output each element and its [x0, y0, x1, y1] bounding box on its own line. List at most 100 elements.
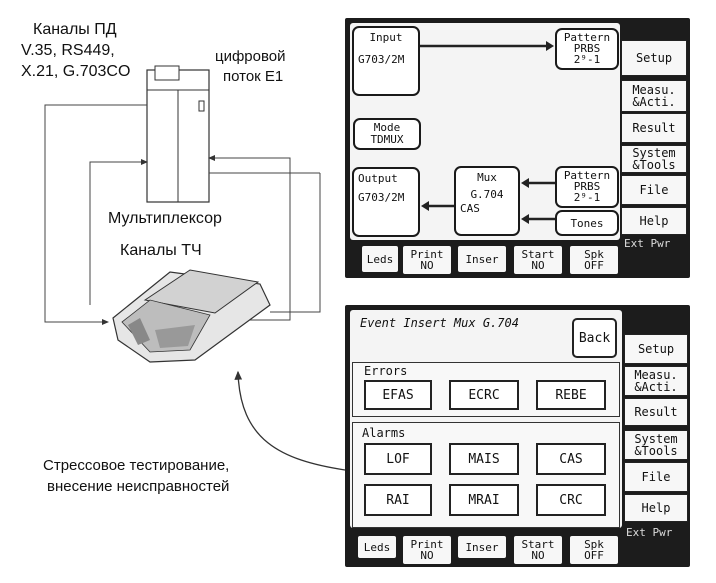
- mux-block[interactable]: Mux G.704 CAS: [454, 166, 520, 236]
- mux-line-2: CAS: [460, 202, 480, 215]
- stress-line-1: Стрессовое тестирование,: [43, 457, 230, 474]
- pattern-bottom-exp: 2⁹-1: [573, 191, 601, 204]
- start-value: NO: [531, 259, 545, 272]
- leds-label: Leds: [366, 252, 394, 266]
- back-button[interactable]: Back: [572, 318, 617, 358]
- pattern-bottom-block[interactable]: Pattern PRBS 2⁹-1: [555, 166, 619, 208]
- multiplexer-device: [146, 65, 210, 203]
- side-measure-label: Measu. &Acti.: [632, 83, 676, 109]
- digital-stream-line-1: цифровой: [215, 48, 286, 65]
- pattern-top-prbs: PRBS: [573, 42, 601, 55]
- mux-line-1: G.704: [470, 188, 504, 201]
- pd-channels-line-3: X.21, G.703CO: [21, 63, 131, 80]
- pd-channels-line-1: Каналы ПД: [33, 21, 117, 38]
- mode-title: Mode: [373, 121, 401, 134]
- ecrc-button[interactable]: ECRC: [449, 380, 519, 410]
- crc-button[interactable]: CRC: [536, 484, 606, 516]
- ext-pwr-label-2: Ext Pwr: [626, 526, 673, 539]
- mux-title: Mux: [477, 171, 497, 184]
- mrai-label: MRAI: [468, 492, 500, 508]
- bottom2-inser-button[interactable]: Inser: [458, 536, 506, 558]
- side-help-label: Help: [639, 214, 669, 228]
- mais-label: MAIS: [468, 451, 500, 467]
- input-value: G703/2M: [358, 53, 405, 66]
- digital-stream-label: цифровой поток Е1: [215, 47, 286, 87]
- print-label: Print: [410, 248, 444, 261]
- side2-measure-button[interactable]: Measu. &Acti.: [624, 366, 688, 396]
- side-system-button[interactable]: System &Tools: [621, 145, 687, 173]
- inser2-label: Inser: [465, 540, 499, 554]
- mux-to-output-arrow: [421, 201, 455, 211]
- back-label: Back: [578, 330, 611, 346]
- spk-value: OFF: [584, 259, 604, 272]
- efas-button[interactable]: EFAS: [364, 380, 432, 410]
- pattern-top-block[interactable]: Pattern PRBS 2⁹-1: [555, 28, 619, 70]
- side2-system-label: System &Tools: [634, 432, 678, 458]
- leds2-label: Leds: [363, 540, 391, 554]
- side2-result-button[interactable]: Result: [624, 398, 688, 426]
- print2-label: Print: [410, 538, 444, 551]
- mais-button[interactable]: MAIS: [449, 443, 519, 475]
- tch-channels-label: Каналы ТЧ: [120, 242, 202, 259]
- side-file-button[interactable]: File: [621, 175, 687, 205]
- tones-block[interactable]: Tones: [555, 210, 619, 236]
- inser-label: Inser: [465, 252, 499, 266]
- side2-file-label: File: [641, 470, 671, 484]
- cas-button[interactable]: CAS: [536, 443, 606, 475]
- spk-label: Spk: [584, 248, 604, 261]
- output-title: Output: [358, 172, 398, 185]
- input-block[interactable]: Input G703/2M: [352, 26, 420, 96]
- side2-file-button[interactable]: File: [624, 462, 688, 492]
- side2-help-button[interactable]: Help: [624, 494, 688, 522]
- print2-value: NO: [420, 549, 434, 562]
- stress-testing-label: Стрессовое тестирование, внесение неиспр…: [43, 455, 229, 497]
- start2-value: NO: [531, 549, 545, 562]
- mrai-button[interactable]: MRAI: [449, 484, 519, 516]
- side-help-button[interactable]: Help: [621, 207, 687, 235]
- spk2-value: OFF: [584, 549, 604, 562]
- pattern-bottom-prbs: PRBS: [573, 180, 601, 193]
- stress-line-2: внесение неисправностей: [47, 478, 230, 495]
- side2-system-button[interactable]: System &Tools: [624, 430, 688, 460]
- alarms-title: Alarms: [362, 426, 406, 440]
- side-result-button[interactable]: Result: [621, 113, 687, 143]
- side-measure-button[interactable]: Measu. &Acti.: [621, 80, 687, 112]
- rai-button[interactable]: RAI: [364, 484, 432, 516]
- output-block[interactable]: Output G703/2M: [352, 167, 420, 237]
- side2-setup-button[interactable]: Setup: [624, 334, 688, 364]
- pattern-top-title: Pattern: [563, 31, 611, 44]
- side-system-label: System &Tools: [632, 146, 676, 172]
- ext-pwr-label: Ext Pwr: [624, 237, 671, 250]
- digital-stream-line-2: поток Е1: [223, 68, 284, 85]
- print-value: NO: [420, 259, 434, 272]
- spk2-label: Spk: [584, 538, 604, 551]
- mode-block[interactable]: Mode TDMUX: [353, 118, 421, 150]
- pattern-top-exp: 2⁹-1: [573, 53, 601, 66]
- cas-label: CAS: [559, 451, 583, 467]
- start-label: Start: [521, 248, 555, 261]
- tones-label: Tones: [570, 216, 604, 230]
- rebe-label: REBE: [555, 387, 587, 403]
- side-file-label: File: [639, 183, 669, 197]
- rebe-button[interactable]: REBE: [536, 380, 606, 410]
- input-title: Input: [369, 31, 403, 44]
- side2-result-label: Result: [634, 405, 678, 419]
- multiplexer-label: Мультиплексор: [108, 210, 222, 227]
- insert-screen-title: Event Insert Mux G.704: [360, 316, 519, 330]
- side-setup-button[interactable]: Setup: [621, 40, 687, 76]
- pattern-to-mux-arrow: [521, 178, 555, 224]
- lof-button[interactable]: LOF: [364, 443, 432, 475]
- bottom2-leds-button[interactable]: Leds: [358, 536, 396, 558]
- side-setup-label: Setup: [635, 51, 673, 65]
- crc-label: CRC: [559, 492, 583, 508]
- lof-label: LOF: [386, 451, 410, 467]
- pd-channels-label: Каналы ПД V.35, RS449, X.21, G.703CO: [21, 19, 130, 82]
- bottom-inser-button[interactable]: Inser: [458, 246, 506, 272]
- bottom-leds-button[interactable]: Leds: [362, 246, 398, 272]
